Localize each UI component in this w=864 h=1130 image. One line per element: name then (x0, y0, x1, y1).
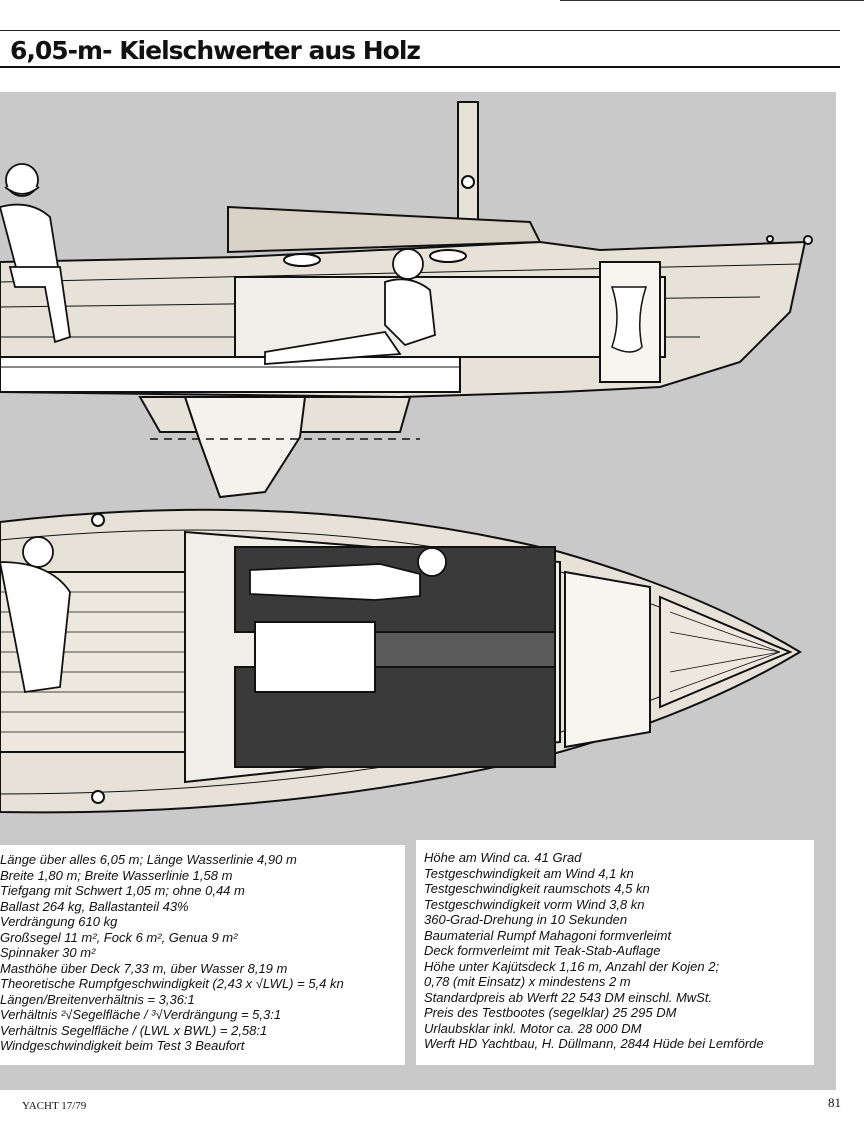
reclining-person (264, 248, 436, 365)
top-rule (560, 0, 864, 1)
spec-line: Testgeschwindigkeit raumschots 4,5 kn (424, 881, 650, 896)
spec-line: Windgeschwindigkeit beim Test 3 Beaufort (0, 1038, 245, 1053)
header-rule (0, 30, 840, 31)
spec-line: Baumaterial Rumpf Mahagoni formverleimt (424, 927, 672, 943)
specs-right-column: Höhe am Wind ca. 41 Grad Testgeschwindig… (416, 840, 814, 1065)
cockpit-person (0, 536, 71, 694)
spec-line: 360-Grad-Drehung in 10 Sekunden (424, 912, 628, 927)
page-number: 81 (828, 1095, 841, 1110)
seated-man (0, 163, 71, 344)
spec-line: Verhältnis ²√Segelfläche / ³√Verdrängung… (0, 1007, 282, 1022)
spec-line: Deck formverleimt mit Teak-Stab-Auflage (424, 943, 661, 958)
spec-line: Längen/Breitenverhältnis = 3,36:1 (0, 991, 195, 1007)
spec-line: Höhe unter Kajütsdeck 1,16 m, Anzahl der… (424, 958, 720, 974)
spec-line: Theoretische Rumpfgeschwindigkeit (2,43 … (0, 976, 344, 991)
spec-line: Testgeschwindigkeit vorm Wind 3,8 kn (424, 896, 645, 912)
spec-line: Verhältnis Segelfläche / (LWL x BWL) = 2… (0, 1022, 268, 1038)
spec-line: Preis des Testbootes (segelklar) 25 295 … (424, 1005, 677, 1020)
side-view-drawing (0, 101, 813, 499)
deck-stripe (0, 356, 461, 393)
plan-view-drawing (0, 508, 802, 814)
lying-person (249, 547, 447, 601)
boat-cutaway-illustration (0, 101, 813, 814)
spec-line: Masthöhe über Deck 7,33 m, über Wasser 8… (0, 960, 288, 976)
spec-line: Verdrängung 610 kg (0, 914, 118, 929)
porthole (429, 249, 467, 263)
headline-rule (0, 66, 840, 68)
cabin-trunk (227, 205, 542, 254)
spec-line: 0,78 (mit Einsatz) x mindestens 2 m (424, 974, 631, 989)
mast (457, 101, 479, 223)
spec-line: Spinnaker 30 m² (0, 945, 96, 960)
porthole (283, 253, 321, 267)
centerboard (183, 396, 307, 499)
spec-line: Werft HD Yachtbau, H. Düllmann, 2844 Hüd… (424, 1036, 764, 1051)
spec-line: Breite 1,80 m; Breite Wasserlinie 1,58 m (0, 867, 233, 883)
table-panel (254, 621, 376, 693)
specs-left-column: Länge über alles 6,05 m; Länge Wasserlin… (0, 845, 405, 1065)
spec-line: Testgeschwindigkeit am Wind 4,1 kn (424, 865, 634, 881)
center-insert (374, 631, 556, 668)
cabin-interior (234, 276, 666, 358)
forepeak (564, 570, 651, 749)
spec-line: Ballast 264 kg, Ballastanteil 43% (0, 898, 189, 914)
spec-line: Großsegel 11 m², Fock 6 m², Genua 9 m² (0, 929, 238, 945)
spec-line: Länge über alles 6,05 m; Länge Wasserlin… (0, 852, 297, 867)
spec-line: Standardpreis ab Werft 22 543 DM einschl… (424, 989, 713, 1005)
magazine-issue: YACHT 17/79 (22, 1100, 87, 1112)
article-headline: 6,05-m- Kielschwerter aus Holz (10, 36, 421, 65)
spec-line: Höhe am Wind ca. 41 Grad (424, 850, 582, 865)
spec-line: Tiefgang mit Schwert 1,05 m; ohne 0,44 m (0, 883, 245, 898)
spec-line: Urlaubsklar inkl. Motor ca. 28 000 DM (424, 1020, 642, 1036)
